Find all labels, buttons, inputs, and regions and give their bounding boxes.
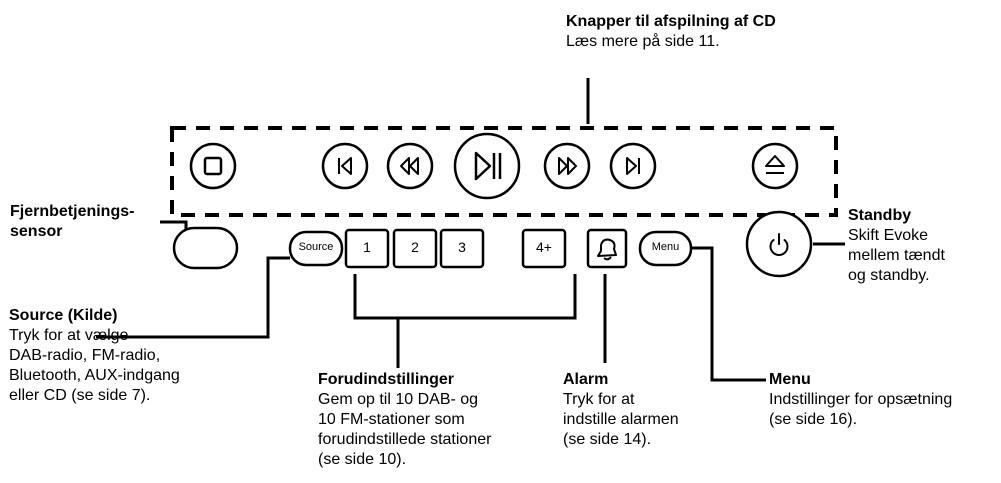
standby-callout: Standby Skift Evoke mellem tændt og stan…: [848, 206, 945, 286]
remote-sensor-window: [172, 226, 239, 270]
alarm-key-shape: [586, 228, 628, 269]
stop-button[interactable]: [189, 142, 237, 190]
alarm-description: Tryk for at indstille alarmen (se side 1…: [563, 391, 679, 448]
cd-buttons-title: Knapper til afspilning af CD: [566, 13, 776, 30]
stop-icon: [203, 156, 223, 176]
menu-title: Menu: [769, 371, 811, 388]
remote-sensor-title: Fjernbetjenings- sensor: [10, 203, 135, 240]
play-pause-button[interactable]: [453, 132, 521, 200]
source-description: Tryk for at vælge DAB-radio, FM-radio, B…: [9, 327, 180, 404]
cd-controls-dashed-box: [170, 126, 838, 217]
rewind-button[interactable]: [386, 142, 434, 190]
menu-description: Indstillinger for opsætning (se side 16)…: [769, 391, 953, 428]
cd-buttons-description: Læs mere på side 11.: [566, 33, 720, 50]
standby-description: Skift Evoke mellem tændt og standby.: [848, 227, 945, 284]
remote-sensor-callout: Fjernbetjenings- sensor: [10, 202, 134, 242]
menu-key-shape: [638, 230, 693, 267]
preset-2-key-shape: [392, 228, 438, 269]
skip-next-icon: [626, 157, 640, 175]
menu-callout: Menu Indstillinger for opsætning (se sid…: [769, 370, 952, 430]
preset-1-key-shape: [344, 228, 390, 269]
source-callout: Source (Kilde) Tryk for at vælge DAB-rad…: [9, 306, 180, 406]
presets-callout: Forudindstillinger Gem op til 10 DAB- og…: [318, 370, 491, 470]
eject-icon: [765, 155, 785, 174]
presets-description: Gem op til 10 DAB- og 10 FM-stationer so…: [318, 391, 492, 468]
preset-4-key-shape: [521, 228, 567, 269]
power-icon: [769, 233, 789, 256]
alarm-title: Alarm: [563, 371, 609, 388]
eject-button[interactable]: [751, 142, 799, 190]
bell-icon: [597, 238, 617, 261]
standby-button[interactable]: [745, 210, 813, 278]
play-pause-icon: [474, 151, 502, 181]
presets-bracket: [353, 274, 577, 320]
skip-previous-icon: [338, 157, 352, 175]
source-key-shape: [288, 230, 344, 267]
cd-buttons-callout: Knapper til afspilning af CD Læs mere på…: [566, 12, 776, 52]
source-title: Source (Kilde): [9, 307, 118, 324]
skip-previous-button[interactable]: [321, 142, 369, 190]
alarm-callout: Alarm Tryk for at indstille alarmen (se …: [563, 370, 679, 450]
fast-forward-icon: [558, 157, 577, 175]
preset-3-key-shape: [439, 228, 485, 269]
skip-next-button[interactable]: [609, 142, 657, 190]
fast-forward-button[interactable]: [543, 142, 591, 190]
source-leader-line: [96, 256, 290, 339]
standby-title: Standby: [848, 207, 912, 224]
menu-leader-line: [690, 246, 766, 382]
rewind-icon: [400, 157, 419, 175]
presets-title: Forudindstillinger: [318, 371, 454, 388]
